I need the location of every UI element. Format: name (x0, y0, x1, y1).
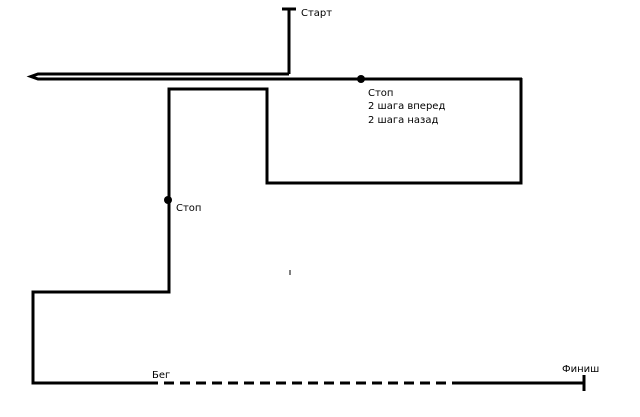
stop-dot-2 (164, 196, 172, 204)
arrow-line (26, 72, 522, 81)
right-loop-path (31, 78, 523, 385)
stop-label-1: Стоп (368, 88, 393, 99)
run-label: Бег (152, 370, 170, 381)
stop-label-2: Стоп (176, 203, 201, 214)
stop-dot-1 (357, 75, 365, 83)
step-back-label: 2 шага назад (368, 115, 438, 126)
start-label: Старт (301, 8, 332, 19)
finish-label: Финиш (562, 364, 599, 375)
step-forward-label: 2 шага вперед (368, 101, 445, 112)
